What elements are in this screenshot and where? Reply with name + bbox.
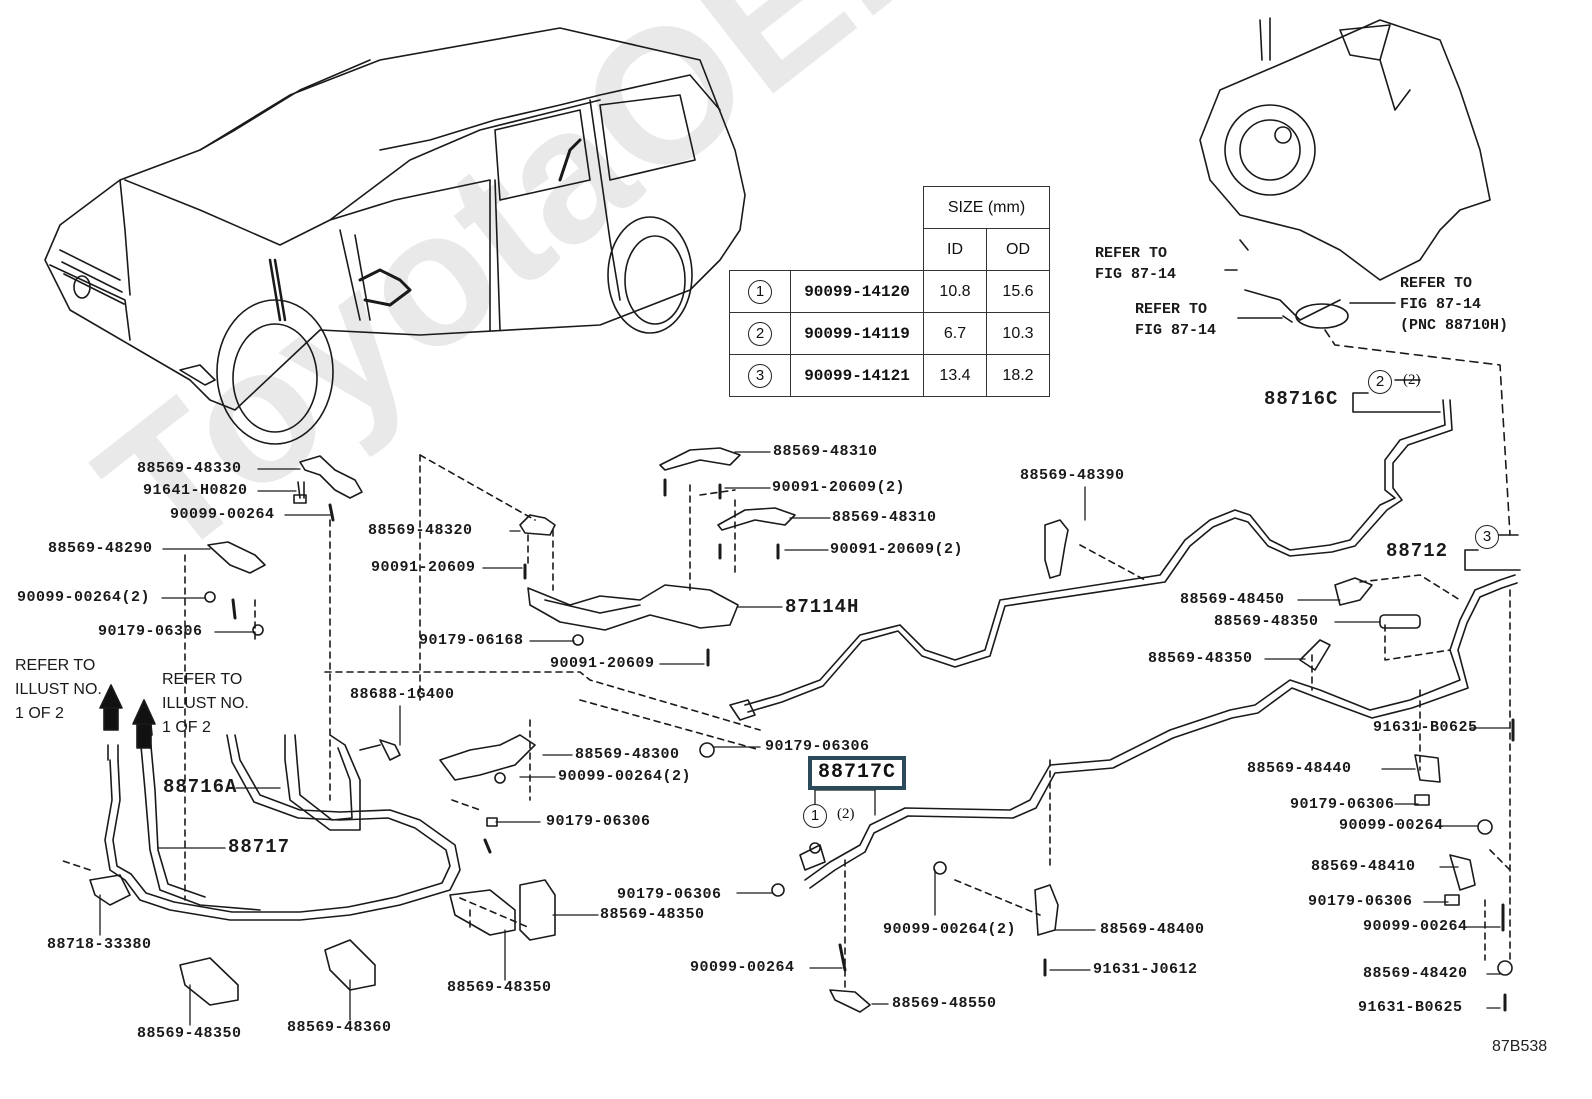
part-label[interactable]: 90179-06306 [765,738,870,755]
table-row: 3 90099-14121 13.4 18.2 [729,354,1050,397]
vehicle-illustration [44,27,746,445]
part-label[interactable]: 90179-06306 [98,623,203,640]
bracket-87114h [527,584,739,631]
part-label[interactable]: 91631-B0625 [1373,719,1478,736]
part-label[interactable]: 88569-48350 [447,979,552,996]
part-label[interactable]: 90179-06306 [617,886,722,903]
od-cell: 10.3 [986,312,1050,355]
part-label[interactable]: 88569-48410 [1311,858,1416,875]
col-od-header: OD [986,228,1050,271]
part-label[interactable]: 90099-00264(2) [883,921,1017,938]
part-label-88717c-highlighted[interactable]: 88717C [808,756,907,790]
part-label[interactable]: 90091-20609 [550,655,655,672]
part-label[interactable]: 88569-48310 [832,509,937,526]
id-cell: 6.7 [923,312,987,355]
part-label[interactable]: 90099-00264(2) [17,589,151,606]
part-number-cell[interactable]: 90099-14121 [790,354,924,397]
ref-circle: 2 [1368,370,1392,394]
part-label-88712[interactable]: 88712 [1386,540,1449,562]
part-label[interactable]: 90091-20609 [371,559,476,576]
part-label[interactable]: 90179-06306 [1308,893,1413,910]
part-label[interactable]: 90099-00264 [1363,918,1468,935]
part-label[interactable]: 88569-48310 [773,443,878,460]
assembly-dashed-lines [59,454,1511,991]
leader-lines [1224,269,1521,571]
od-cell: 15.6 [986,270,1050,313]
id-cell: 13.4 [923,354,987,397]
part-label[interactable]: 90099-00264 [170,506,275,523]
ref-circle: 2 [748,321,772,346]
part-label[interactable]: 88569-48420 [1363,965,1468,982]
ref-circle: 1 [803,804,827,828]
part-label[interactable]: 90099-00264 [690,959,795,976]
part-label[interactable]: 90091-20609(2) [772,479,906,496]
part-number-cell[interactable]: 90099-14119 [790,312,924,355]
part-label[interactable]: 88716A [163,776,238,798]
part-label[interactable]: 87114H [785,596,860,618]
part-label[interactable]: 88718-33380 [47,936,152,953]
part-label[interactable]: 88569-48290 [48,540,153,557]
part-label[interactable]: 90179-06306 [546,813,651,830]
part-label[interactable]: 88569-48450 [1180,591,1285,608]
blower-unit-illustration [1199,17,1491,329]
part-label[interactable]: 88717 [228,836,291,858]
figure-code: 87B538 [1492,1038,1548,1055]
ref-circle: 3 [1475,525,1499,549]
refer-note-fig: REFER TO FIG 87-14 [1135,301,1217,339]
ref-circle: 1 [748,279,772,304]
part-label[interactable]: 88569-48350 [600,906,705,923]
col-id-header: ID [923,228,987,271]
od-cell: 18.2 [986,354,1050,397]
part-label[interactable]: 88569-48330 [137,460,242,477]
part-label[interactable]: 88569-48350 [1214,613,1319,630]
hose-size-table: SIZE (mm) ID OD 1 90099-14120 10.8 15.6 … [729,186,1050,397]
part-label-88716c[interactable]: 88716C [1264,388,1339,410]
ref-circle: 3 [748,363,772,388]
refer-note-illust: REFER TO ILLUST NO. 1 OF 2 [15,657,102,722]
part-glyphs [89,447,1515,1013]
part-label[interactable]: 88569-48390 [1020,467,1125,484]
part-label[interactable]: 91631-J0612 [1093,961,1198,978]
quantity: (2) [1403,372,1421,388]
part-label[interactable]: 91631-B0625 [1358,999,1463,1016]
part-label[interactable]: 88569-48320 [368,522,473,539]
part-label[interactable]: 90099-00264 [1339,817,1444,834]
refer-note-fig: REFER TO FIG 87-14 [1095,245,1177,283]
part-label[interactable]: 90091-20609(2) [830,541,964,558]
refer-note-illust: REFER TO ILLUST NO. 1 OF 2 [162,671,249,736]
part-label[interactable]: 88569-48300 [575,746,680,763]
part-label[interactable]: 88688-1G400 [350,686,455,703]
up-arrows [99,684,156,749]
part-label[interactable]: 88569-48400 [1100,921,1205,938]
table-row: 1 90099-14120 10.8 15.6 [729,270,1050,313]
refer-note-fig-pnc: REFER TO FIG 87-14 (PNC 88710H) [1400,275,1509,334]
pipe-lines [104,399,1518,921]
id-cell: 10.8 [923,270,987,313]
part-label[interactable]: 88569-48360 [287,1019,392,1036]
part-label[interactable]: 88569-48440 [1247,760,1352,777]
part-label[interactable]: 90179-06168 [419,632,524,649]
quantity: (2) [837,806,855,822]
part-label[interactable]: 88569-48350 [1148,650,1253,667]
part-label[interactable]: 90099-00264(2) [558,768,692,785]
label-leaders [99,451,1511,1026]
part-label[interactable]: 90179-06306 [1290,796,1395,813]
part-number-cell[interactable]: 90099-14120 [790,270,924,313]
part-label[interactable]: 88569-48550 [892,995,997,1012]
table-row: 2 90099-14119 6.7 10.3 [729,312,1050,355]
part-label[interactable]: 91641-H0820 [143,482,248,499]
size-header: SIZE (mm) [923,186,1050,229]
part-label[interactable]: 88569-48350 [137,1025,242,1042]
